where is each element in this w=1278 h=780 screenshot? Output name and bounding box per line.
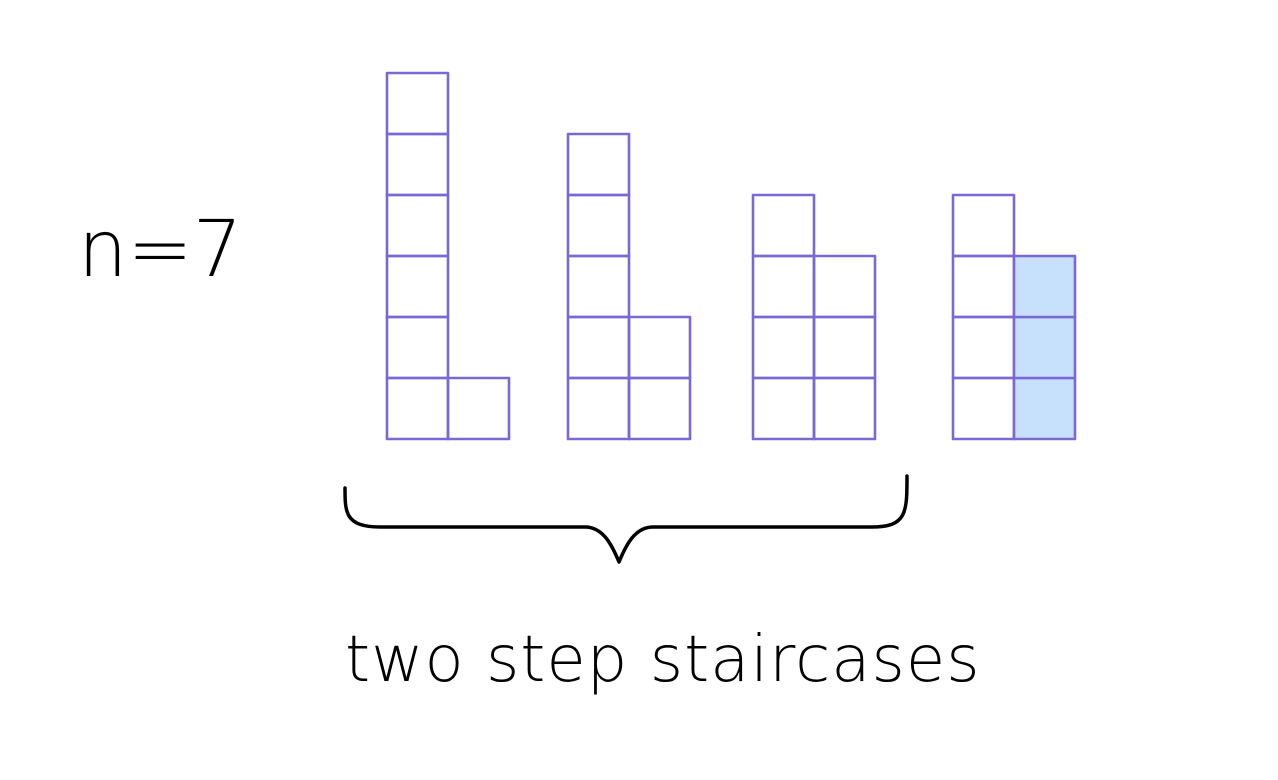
grid-cell <box>627 376 692 441</box>
grid-cell <box>812 315 877 380</box>
grid-cell <box>566 254 631 319</box>
grid-cell <box>385 193 450 258</box>
grid-cell <box>951 315 1016 380</box>
grid-cell <box>385 315 450 380</box>
grid-cell <box>566 193 631 258</box>
grid-cell <box>951 376 1016 441</box>
grid-cell <box>385 254 450 319</box>
grid-cell <box>566 315 631 380</box>
grid-cell <box>951 254 1016 319</box>
grid-cell <box>751 315 816 380</box>
staircase-6-1 <box>385 71 511 441</box>
grid-cell <box>751 193 816 258</box>
grid-cell <box>751 376 816 441</box>
grid-cell <box>751 254 816 319</box>
staircase-4-3-highlighted <box>951 193 1077 441</box>
highlighted-cell <box>1012 376 1077 441</box>
staircase-4-3 <box>751 193 877 441</box>
grid-cell <box>385 132 450 197</box>
curly-brace <box>343 474 909 564</box>
staircase-5-2 <box>566 132 692 441</box>
grid-cell <box>566 376 631 441</box>
caption-two-step-staircases: two step staircases <box>345 623 981 697</box>
grid-cell <box>385 376 450 441</box>
grid-cell <box>385 71 450 136</box>
staircase-figures <box>385 71 1077 441</box>
grid-cell <box>566 132 631 197</box>
grid-cell <box>812 254 877 319</box>
highlighted-cell <box>1012 254 1077 319</box>
grid-cell <box>627 315 692 380</box>
grid-cell <box>951 193 1016 258</box>
grid-cell <box>812 376 877 441</box>
n-equals-7-label: n=7 <box>78 205 242 295</box>
highlighted-cell <box>1012 315 1077 380</box>
grid-cell <box>446 376 511 441</box>
